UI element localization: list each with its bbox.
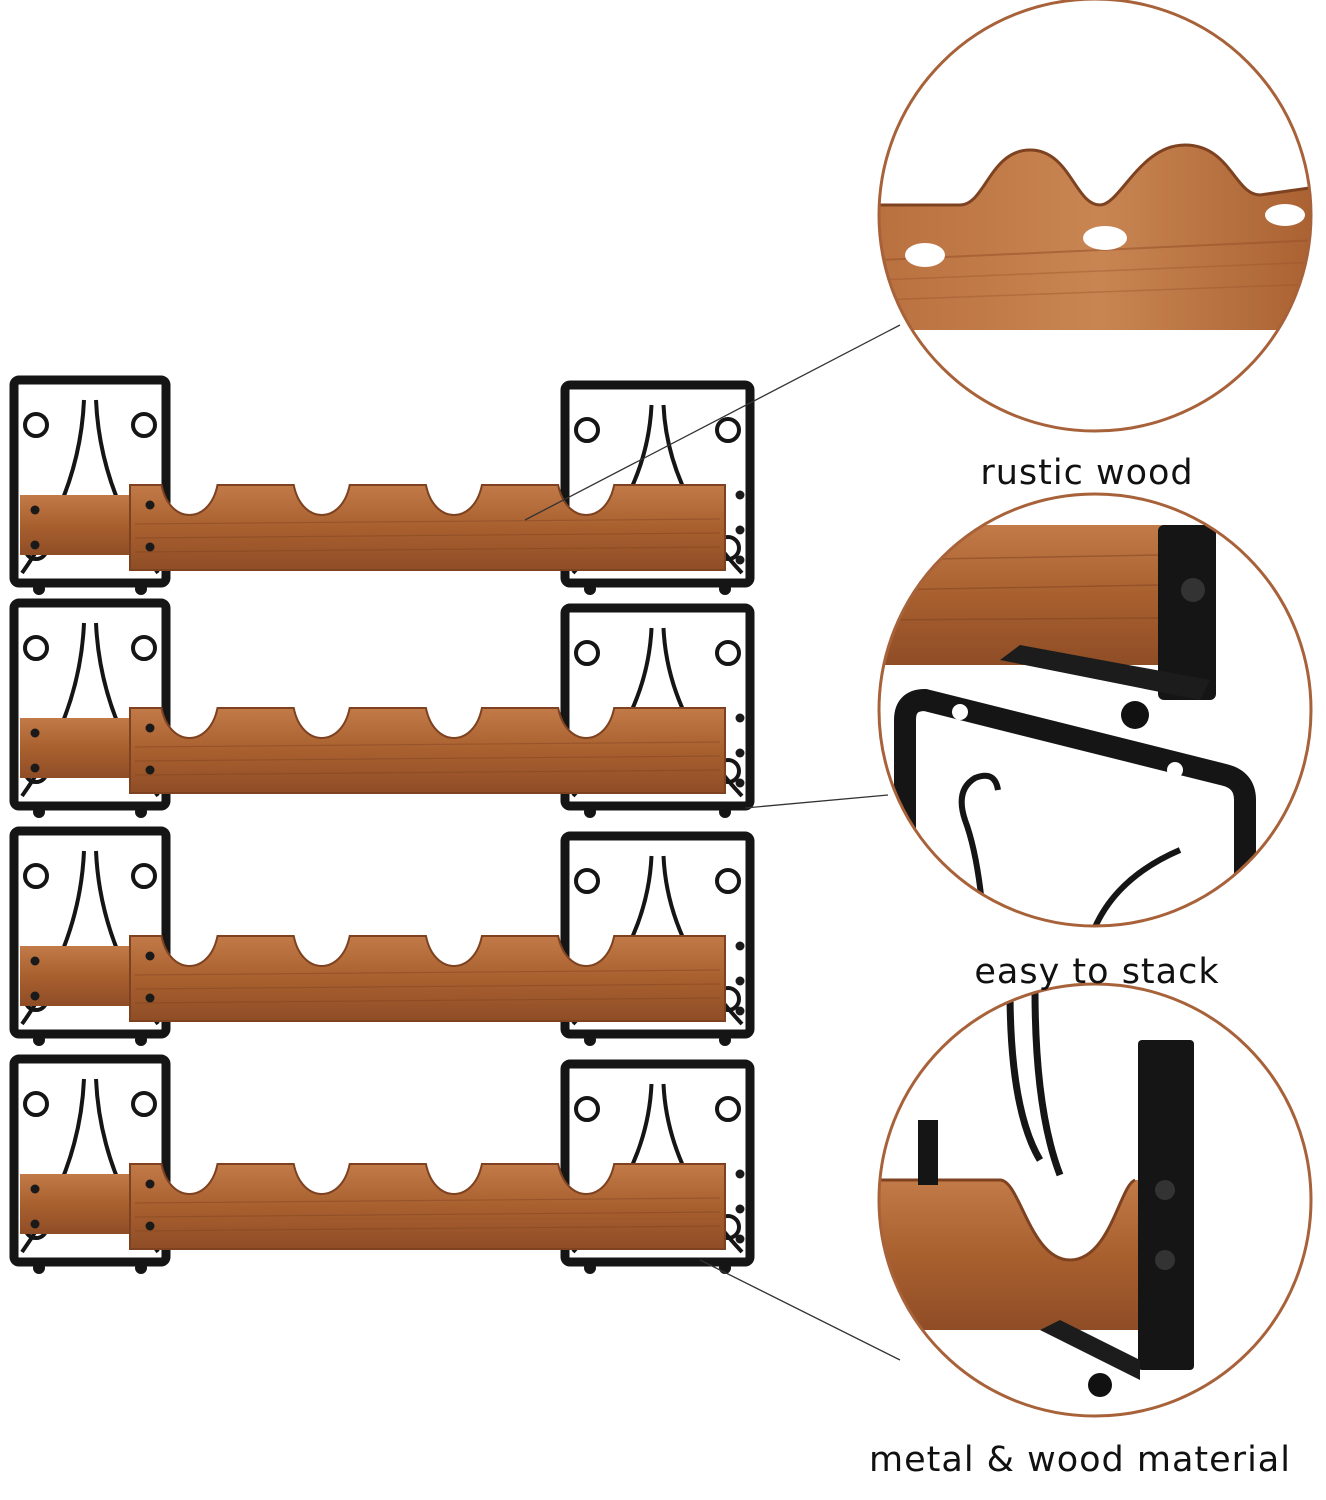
stack-bracket-closeup-icon xyxy=(877,492,1313,928)
rack-tier xyxy=(9,826,755,1046)
rack-tier xyxy=(9,1054,755,1274)
front-wood-rail xyxy=(129,935,726,1022)
feature-label-rustic-wood: rustic wood xyxy=(980,453,1194,493)
feature-label-easy-to-stack: easy to stack xyxy=(974,952,1220,992)
leader-line-stack xyxy=(744,794,889,809)
leader-lines xyxy=(524,324,901,1361)
front-wood-rail xyxy=(129,707,726,794)
leader-line-joint xyxy=(699,1259,901,1361)
left-metal-frame xyxy=(9,1054,171,1274)
leader-line-wood xyxy=(524,324,901,521)
rack-tier xyxy=(9,375,755,595)
front-wood-rail xyxy=(129,1163,726,1250)
feature-label-metal-wood-material: metal & wood material xyxy=(869,1440,1291,1480)
wine-rack-illustration xyxy=(9,375,755,1274)
front-wood-rail xyxy=(129,484,726,571)
metal-wood-joint-closeup-icon xyxy=(877,982,1313,1418)
rack-tier xyxy=(9,598,755,818)
wood-closeup-icon xyxy=(877,0,1313,433)
